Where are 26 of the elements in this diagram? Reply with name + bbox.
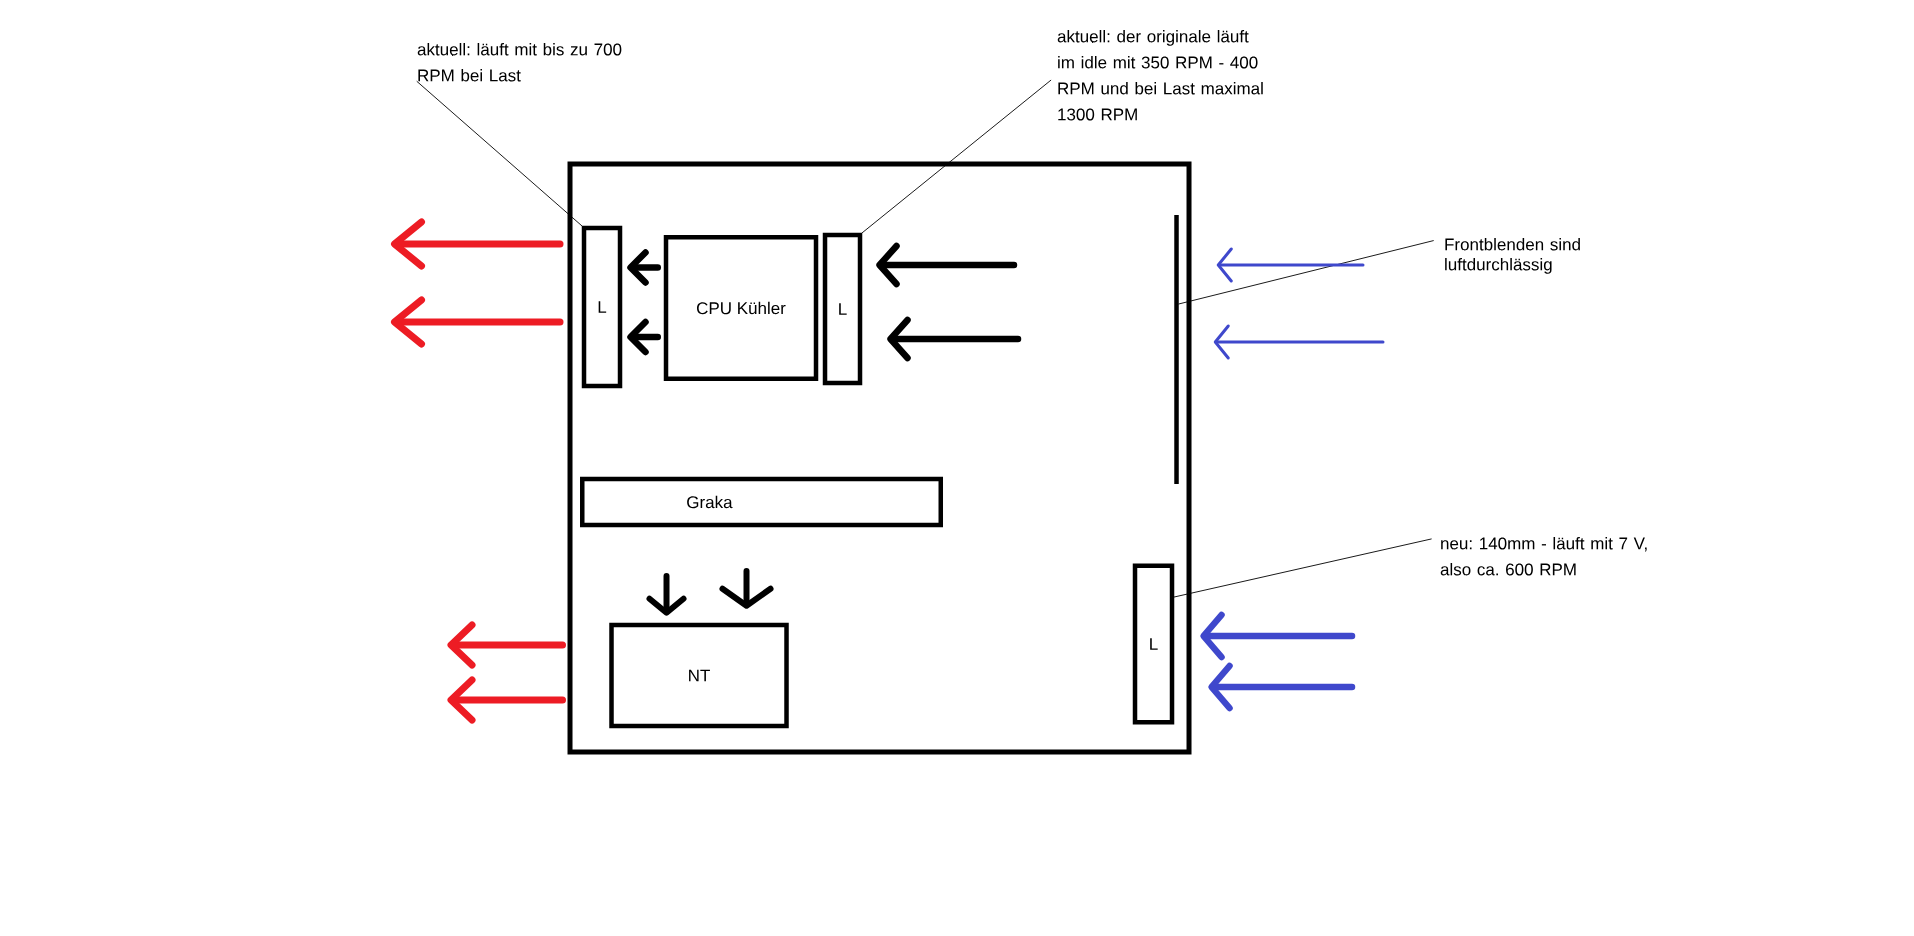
arrow [887,316,1022,362]
arrow [1216,247,1365,283]
arrow [447,676,566,724]
annotation-text: Frontblenden sind luftdurchlässig [1445,238,1580,274]
arrow [876,242,1018,288]
annotation-text: aktuell: der originale läuft im idle mit 350 RPM - 400 RPM und bei Last maximal 1300 RPM [1057,30,1263,121]
annotation-text: aktuell: läuft mit bis zu 700 RPM bei Last [417,43,622,82]
leader-line [861,79,1052,234]
fan-box: L [1132,563,1175,725]
graphics-card-box: Graka [580,476,943,528]
power-supply-box: NT [609,622,789,729]
leader-line [416,81,583,227]
leader-line [1178,240,1434,305]
cpu-cooler-box: CPU Kühler [663,235,819,381]
arrow [1208,662,1356,712]
leader-line [1173,538,1432,598]
fan-box: L [822,232,863,386]
arrow [1200,611,1356,661]
annotation-text: neu: 140mm - läuft mit 7 V, also ca. 600 RPM [1440,537,1647,576]
fan-box: L [581,225,623,389]
arrow [391,218,564,270]
front-panel-bar [1174,215,1179,484]
arrow [1213,324,1385,360]
case-outline [567,161,1192,755]
arrow [391,296,564,348]
arrow [447,621,566,669]
